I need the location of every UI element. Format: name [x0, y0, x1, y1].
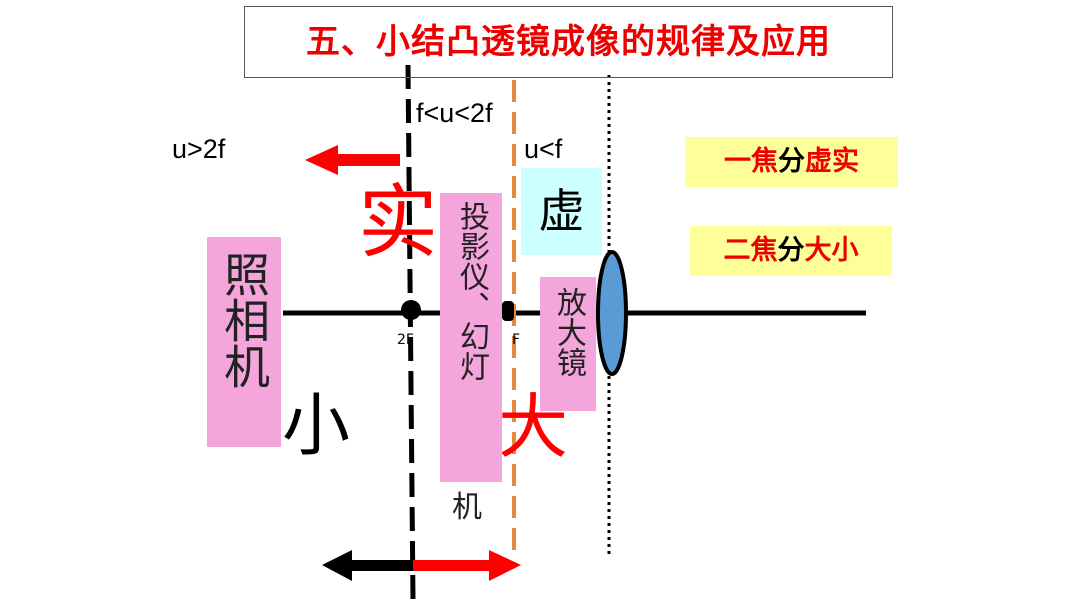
small-image-label: 小 [282, 387, 351, 466]
virtual-image-box: 虚 [521, 168, 602, 255]
rule-one-part-a: 一焦 [724, 146, 778, 177]
f-label: F [512, 332, 521, 348]
bottom-right-arrow [413, 550, 521, 581]
projector-box: 投影仪、幻灯 [440, 193, 502, 482]
magnifier-box: 放大镜 [540, 277, 596, 411]
rule-two-part-a: 二焦 [723, 235, 778, 266]
rule-one-box: 一焦分虚实 [685, 137, 898, 187]
projector-tail-label: 机 [452, 490, 482, 525]
two-f-point [401, 300, 421, 320]
f-point [502, 301, 514, 321]
slide-title: 五、小结凸透镜成像的规律及应用 [244, 6, 893, 78]
region-middle-label: f<u<2f [416, 98, 493, 128]
two-f-dashed-line [405, 64, 416, 600]
two-f-label: 2F [397, 332, 414, 348]
rule-two-part-b: 分 [777, 235, 805, 266]
region-far-label: u>2f [172, 134, 226, 164]
left-red-arrow [305, 145, 400, 175]
camera-box: 照相机 [207, 237, 281, 447]
rule-one-part-b: 分 [778, 146, 805, 177]
region-near-label: u<f [524, 134, 563, 164]
rule-one-part-c: 虚实 [805, 146, 859, 177]
bottom-left-arrow [322, 550, 413, 581]
lens [596, 250, 628, 376]
real-image-label: 实 [358, 176, 438, 269]
rule-two-box: 二焦分大小 [690, 226, 892, 276]
rule-two-part-c: 大小 [804, 235, 859, 266]
